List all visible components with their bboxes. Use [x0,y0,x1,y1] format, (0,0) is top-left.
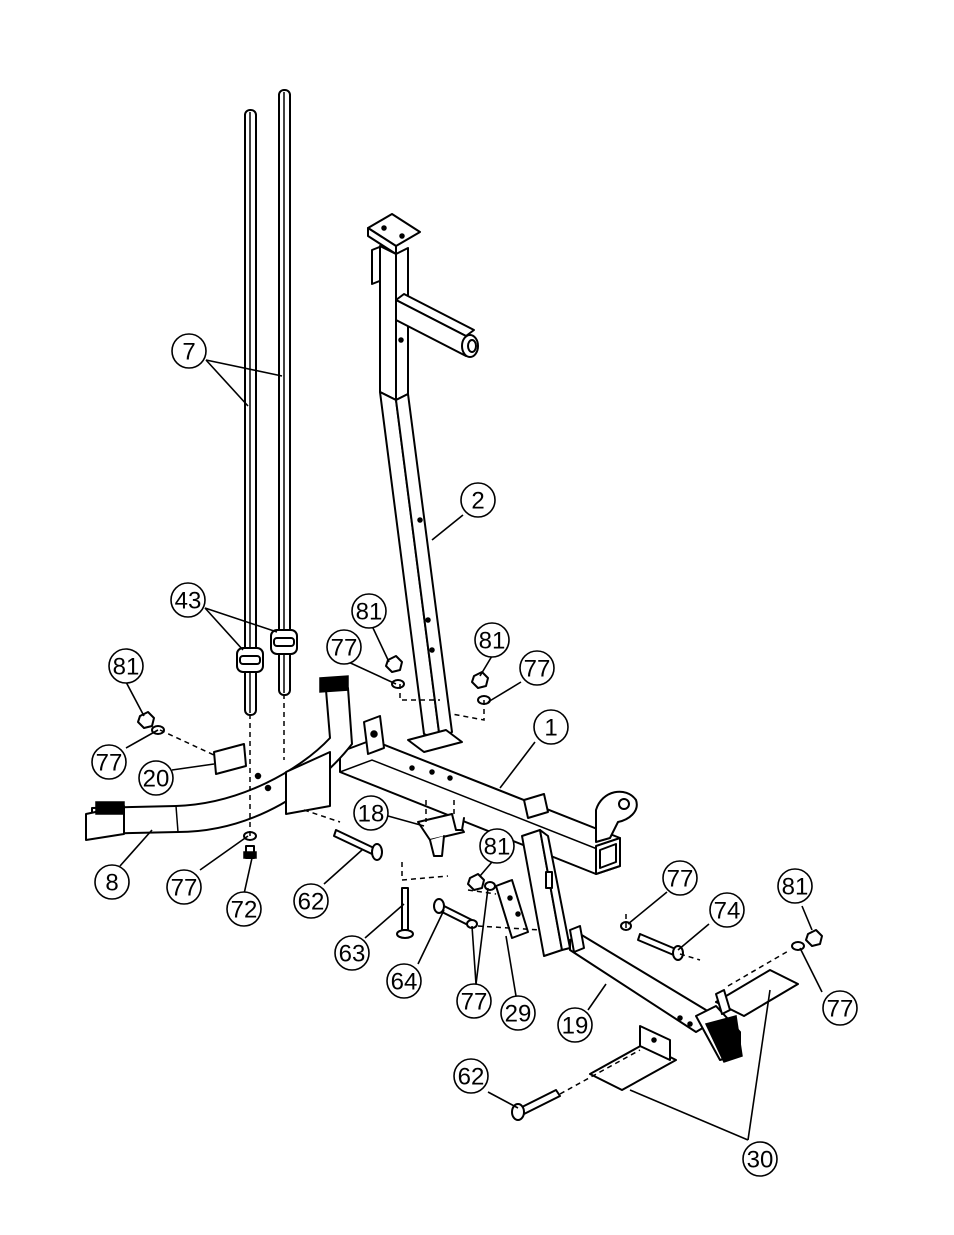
svg-text:43: 43 [175,588,202,615]
svg-text:77: 77 [461,989,488,1016]
callout-81: 81 [474,622,510,658]
callout-81: 81 [351,593,387,629]
svg-text:77: 77 [667,866,694,893]
svg-text:74: 74 [714,898,741,925]
footplate-left [589,1043,677,1091]
callout-bubbles: 7 2 43 81 81 77 81 77 77 1 20 18 81 8 77… [91,333,858,1177]
callout-77: 77 [822,990,858,1026]
callout-77: 77 [326,629,362,665]
callout-63: 63 [334,935,370,971]
plate-20 [213,743,247,775]
svg-text:62: 62 [298,889,325,916]
svg-text:64: 64 [391,969,418,996]
rear-crossbar [569,925,743,1063]
upright-frame [367,213,479,753]
plate-29 [495,879,529,939]
svg-text:19: 19 [562,1013,589,1040]
svg-text:81: 81 [479,628,506,655]
callout-77: 77 [456,983,492,1019]
callout-18: 18 [353,795,389,831]
leader-lines [119,359,823,1141]
svg-text:18: 18 [358,801,385,828]
svg-text:77: 77 [96,750,123,777]
svg-text:81: 81 [484,834,511,861]
svg-text:77: 77 [524,656,551,683]
svg-text:1: 1 [544,715,557,742]
callout-43: 43 [170,582,206,618]
callout-77: 77 [91,744,127,780]
callout-77: 77 [662,860,698,896]
frame-end-bracket [595,790,638,843]
guide-rods [244,89,291,716]
callout-81: 81 [108,648,144,684]
callout-30: 30 [742,1141,778,1177]
footplates [589,969,799,1091]
assembly-lines [159,684,791,1095]
rod-bushings [236,629,298,673]
bracket-18 [417,813,465,857]
callout-1: 1 [533,709,569,745]
front-curved-base [85,675,353,841]
svg-text:81: 81 [356,599,383,626]
callout-64: 64 [386,963,422,999]
bolts [243,829,684,1121]
svg-text:30: 30 [747,1147,774,1174]
side-channel-bracket [495,829,571,957]
svg-text:77: 77 [171,875,198,902]
svg-text:63: 63 [339,941,366,968]
callout-7: 7 [171,333,207,369]
callout-19: 19 [557,1007,593,1043]
svg-text:20: 20 [143,766,170,793]
callout-29: 29 [500,995,536,1031]
callout-77: 77 [519,650,555,686]
svg-text:77: 77 [827,996,854,1023]
callout-81: 81 [777,868,813,904]
svg-text:81: 81 [113,654,140,681]
callout-2: 2 [460,482,496,518]
callout-77: 77 [166,869,202,905]
svg-text:7: 7 [182,339,195,366]
main-base-frame [339,715,638,875]
callout-62: 62 [293,883,329,919]
footplate-right [715,969,799,1017]
svg-text:2: 2 [471,488,484,515]
svg-text:29: 29 [505,1001,532,1028]
callout-74: 74 [709,892,745,928]
callout-72: 72 [226,891,262,927]
callout-8: 8 [94,864,130,900]
svg-text:77: 77 [331,635,358,662]
callout-62: 62 [453,1058,489,1094]
svg-text:81: 81 [782,874,809,901]
callout-20: 20 [138,760,174,796]
callout-81: 81 [479,828,515,864]
svg-text:62: 62 [458,1064,485,1091]
svg-text:72: 72 [231,897,258,924]
svg-text:8: 8 [105,870,118,897]
